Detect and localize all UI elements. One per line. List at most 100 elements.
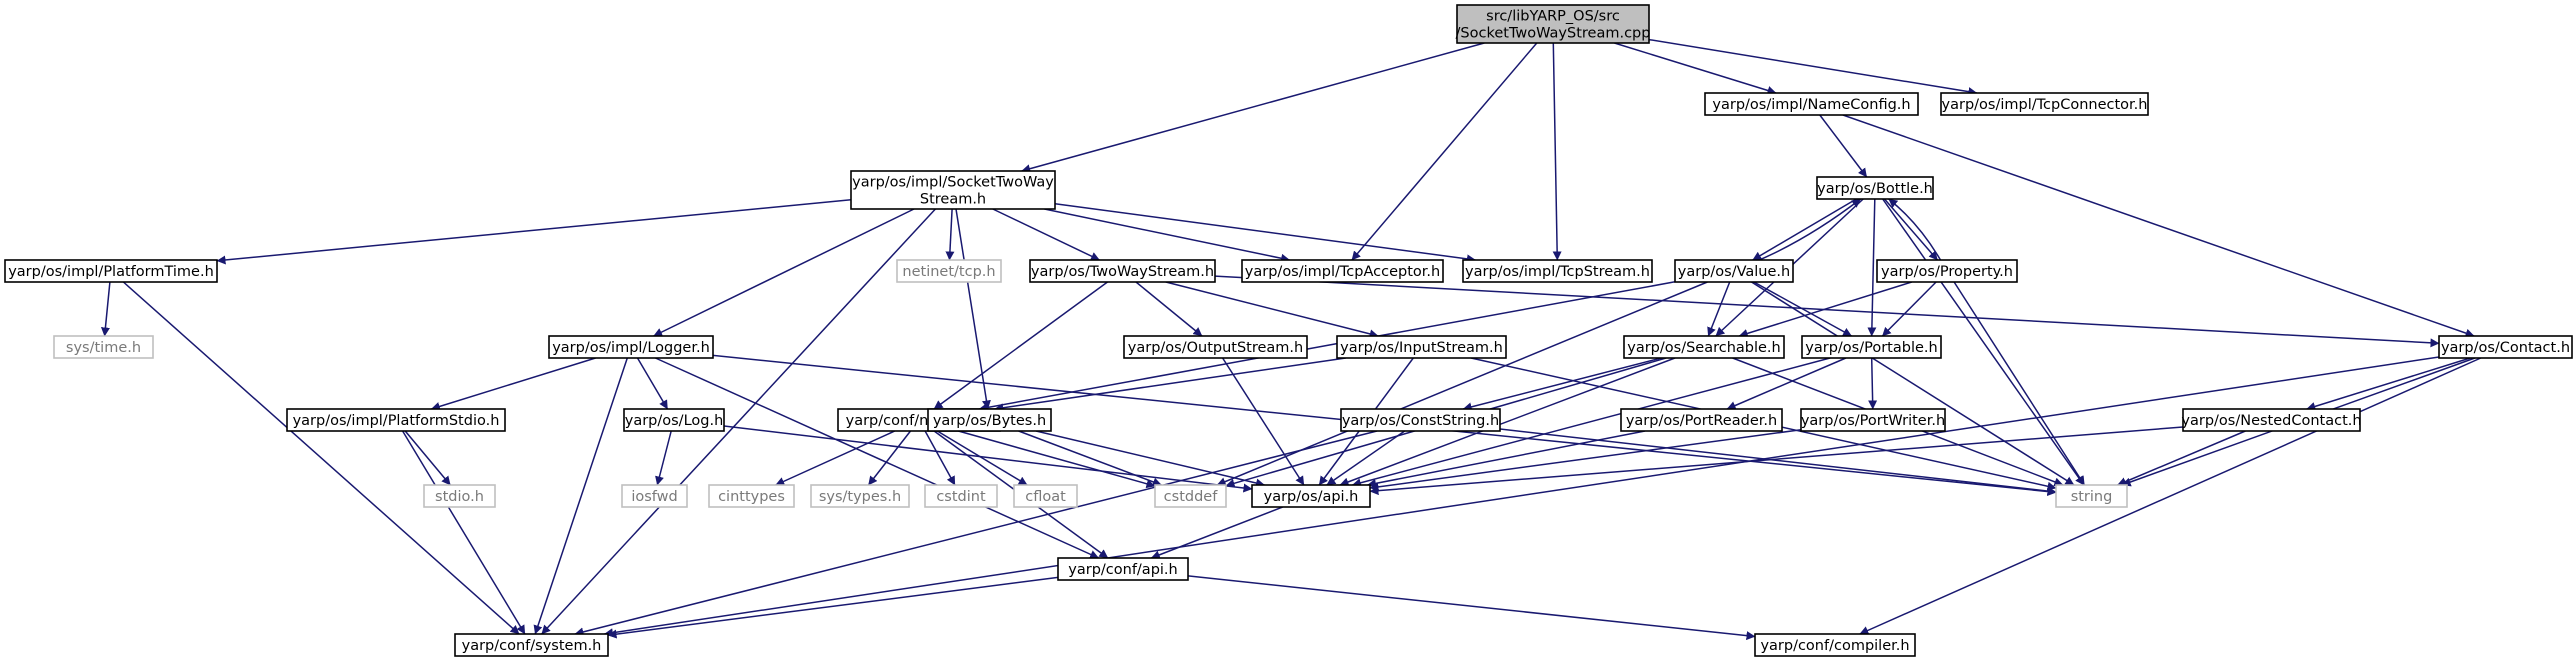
edge-value-to-string [1751,281,2075,486]
node-portwriter-box [1800,408,1946,432]
node-value-label-0: yarp/os/Value.h [1678,264,1790,280]
node-iosfwd: iosfwd [621,484,688,508]
node-bottle[interactable]: yarp/os/Bottle.h [1816,176,1934,200]
node-nameconfig[interactable]: yarp/os/impl/NameConfig.h [1704,92,1919,116]
edge-value-to-bottle [1759,198,1862,261]
edge-searchable-to-osapi [1339,357,1676,487]
edge-portreader-to-osapi [1367,430,1646,488]
edge-bottle-to-value [1752,198,1857,261]
node-tcpacc[interactable]: yarp/os/impl/TcpAcceptor.h [1241,259,1444,283]
node-system[interactable]: yarp/conf/system.h [454,633,609,657]
node-portwriter-label-0: yarp/os/PortWriter.h [1801,413,1945,429]
edge-value-to-cstddef [1216,281,1708,486]
edge-plattime-to-system [122,281,520,635]
node-osapi[interactable]: yarp/os/api.h [1251,484,1371,508]
node-stwh-box [850,170,1056,210]
node-iosfwd-box [621,484,688,508]
edge-logger-to-system [533,357,629,635]
node-instream[interactable]: yarp/os/InputStream.h [1336,335,1507,359]
node-bytes[interactable]: yarp/os/Bytes.h [927,408,1052,432]
node-tcpconn[interactable]: yarp/os/impl/TcpConnector.h [1940,92,2149,116]
edge-stwh-to-tcpacc [1044,208,1291,263]
node-netinet-box [896,259,1002,283]
node-portable[interactable]: yarp/os/Portable.h [1801,335,1942,359]
node-property[interactable]: yarp/os/Property.h [1876,259,2018,283]
node-portwriter[interactable]: yarp/os/PortWriter.h [1800,408,1946,432]
node-nameconfig-label-0: yarp/os/impl/NameConfig.h [1712,97,1910,113]
node-cstdint-box [924,484,998,508]
node-systime-box [53,335,154,359]
node-twoway-box [1029,259,1216,283]
node-root-label-0: src/libYARP_OS/src [1486,9,1620,25]
node-portable-label-0: yarp/os/Portable.h [1805,340,1937,356]
node-confapi-box [1057,557,1189,581]
node-string: string [2055,484,2128,508]
edge-bytes-to-osapi [1035,430,1265,488]
nodes-layer: src/libYARP_OS/src/SocketTwoWayStream.cp… [4,4,2573,657]
edge-instream-to-numeric [994,357,1346,413]
node-nested[interactable]: yarp/os/NestedContact.h [2181,408,2362,432]
node-osapi-label-0: yarp/os/api.h [1264,489,1359,505]
node-tcpacc-box [1241,259,1444,283]
node-stwh[interactable]: yarp/os/impl/SocketTwoWayStream.h [850,170,1056,210]
node-platstdio-box [286,408,506,432]
edge-bottle-to-portable [1867,198,1877,337]
node-conststring-label-0: yarp/os/ConstString.h [1342,413,1499,429]
node-twoway[interactable]: yarp/os/TwoWayStream.h [1029,259,1216,283]
node-outstream[interactable]: yarp/os/OutputStream.h [1123,335,1308,359]
edge-numeric-to-cstdint [924,430,956,486]
node-portreader[interactable]: yarp/os/PortReader.h [1620,408,1783,432]
node-cstddef-box [1154,484,1227,508]
node-tcpstream[interactable]: yarp/os/impl/TcpStream.h [1462,259,1653,283]
node-stdio-box [423,484,496,508]
node-tcpacc-label-0: yarp/os/impl/TcpAcceptor.h [1245,264,1440,280]
edge-logger-to-confapi [655,357,1100,559]
edge-root-to-tcpstream [1552,42,1562,261]
node-twoway-label-0: yarp/os/TwoWayStream.h [1031,264,1214,280]
edge-bottle-to-property [1883,198,1939,261]
edge-portable-to-portwriter [1868,357,1878,410]
node-value[interactable]: yarp/os/Value.h [1674,259,1794,283]
node-netinet: netinet/tcp.h [896,259,1002,283]
node-instream-box [1336,335,1507,359]
node-nested-label-0: yarp/os/NestedContact.h [2181,413,2361,429]
edge-root-to-tcpacc [1351,42,1538,261]
node-stdio-label-0: stdio.h [435,489,484,505]
node-systime: sys/time.h [53,335,154,359]
node-platstdio[interactable]: yarp/os/impl/PlatformStdio.h [286,408,506,432]
edge-stwh-to-tcpstream [1054,202,1476,264]
node-netinet-label-0: netinet/tcp.h [902,264,995,280]
node-portreader-label-0: yarp/os/PortReader.h [1626,413,1777,429]
edge-value-to-numeric [978,281,1676,412]
node-logger[interactable]: yarp/os/impl/Logger.h [548,335,714,359]
edge-twoway-to-contact [1214,275,2440,348]
node-searchable[interactable]: yarp/os/Searchable.h [1623,335,1785,359]
edge-property-to-searchable [1738,281,1913,338]
node-plattime[interactable]: yarp/os/impl/PlatformTime.h [4,259,218,283]
node-contact[interactable]: yarp/os/Contact.h [2438,335,2573,359]
edge-numeric-to-systypes [867,430,912,486]
node-log[interactable]: yarp/os/Log.h [623,408,725,432]
edge-logger-to-log [636,357,669,410]
node-root[interactable]: src/libYARP_OS/src/SocketTwoWayStream.cp… [1456,4,1651,44]
node-outstream-box [1123,335,1308,359]
edge-stwh-to-netinet [945,208,955,261]
node-tcpstream-box [1462,259,1653,283]
node-systypes-box [810,484,910,508]
node-system-label-0: yarp/conf/system.h [462,638,602,654]
node-confapi[interactable]: yarp/conf/api.h [1057,557,1189,581]
node-bottle-box [1816,176,1934,200]
node-tcpconn-label-0: yarp/os/impl/TcpConnector.h [1942,97,2148,113]
edge-stwh-to-bytes [955,208,991,410]
edge-numeric-to-cstddef [958,430,1156,489]
node-conststring[interactable]: yarp/os/ConstString.h [1340,408,1501,432]
node-cstddef: cstddef [1154,484,1227,508]
node-stwh-label-1: Stream.h [920,192,986,208]
node-cstdint-label-0: cstdint [936,489,986,505]
node-root-label-1: /SocketTwoWayStream.cpp [1456,26,1651,42]
edge-property-to-string [1953,281,2086,486]
edge-searchable-to-conststring [1462,357,1662,412]
node-contact-label-0: yarp/os/Contact.h [2441,340,2570,356]
node-logger-box [548,335,714,359]
node-compiler[interactable]: yarp/conf/compiler.h [1754,633,1916,657]
